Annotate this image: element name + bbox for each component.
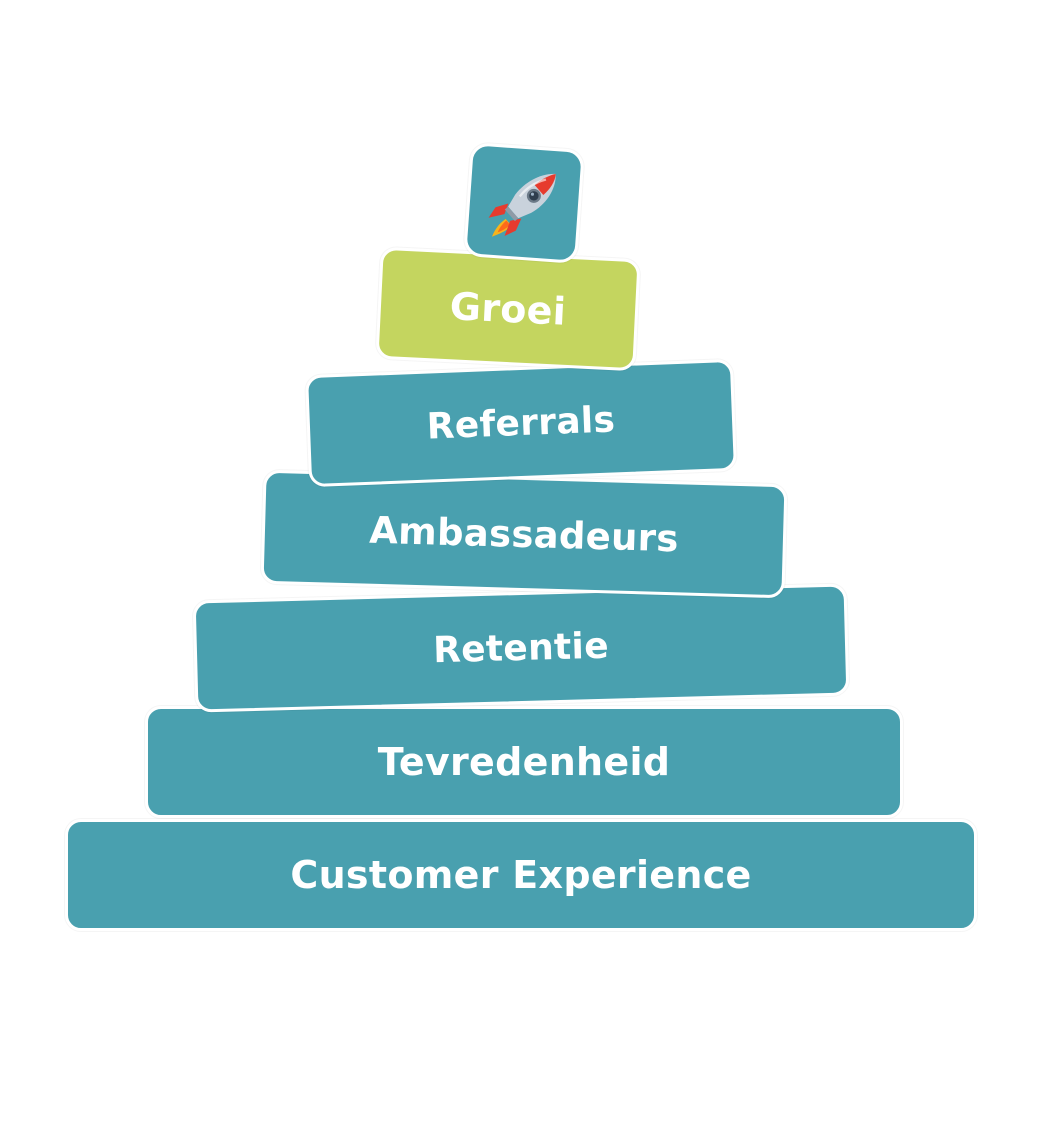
rocket-icon — [488, 173, 556, 237]
layer-label: Referrals — [426, 398, 616, 448]
layer-retentie: Retentie — [192, 583, 850, 713]
layer-label: Ambassadeurs — [368, 508, 680, 560]
layer-label: Customer Experience — [290, 853, 752, 897]
layer-label: Tevredenheid — [377, 740, 671, 784]
layer-ambassadeurs: Ambassadeurs — [260, 469, 788, 599]
layer-referrals: Referrals — [305, 358, 737, 488]
layer-customer-experience: Customer Experience — [65, 819, 977, 931]
layer-groei: Groei — [375, 246, 641, 372]
layer-tevredenheid: Tevredenheid — [145, 706, 903, 818]
layer-label: Retentie — [432, 625, 610, 671]
layer-label: Groei — [448, 284, 568, 334]
rocket-tile — [463, 142, 585, 264]
